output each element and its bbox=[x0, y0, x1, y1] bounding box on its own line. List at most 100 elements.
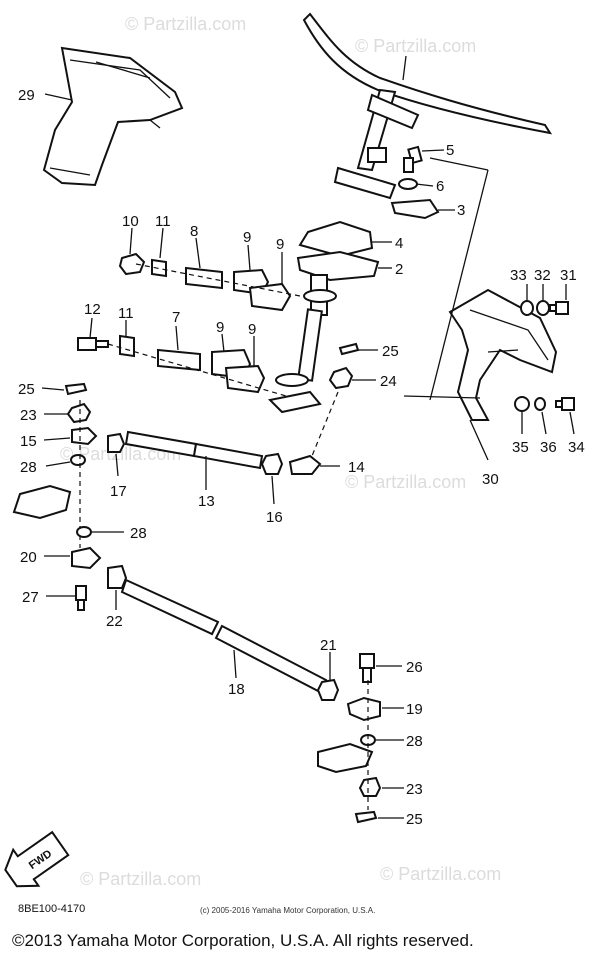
callout-28: 28 bbox=[130, 525, 147, 542]
callout-32: 32 bbox=[534, 267, 551, 284]
washer-28b bbox=[76, 526, 92, 538]
leader-line bbox=[221, 333, 225, 353]
nut-16 bbox=[260, 452, 284, 475]
bushing-9d bbox=[224, 364, 266, 394]
bolt-5 bbox=[403, 145, 423, 173]
washer-6 bbox=[398, 178, 418, 190]
callout-27: 27 bbox=[22, 589, 39, 606]
washer-32 bbox=[536, 300, 550, 316]
bracket-clamp-right bbox=[317, 742, 374, 774]
leader-line bbox=[469, 419, 489, 461]
leader-line bbox=[247, 244, 251, 271]
bolt-27 bbox=[75, 585, 87, 611]
callout-9: 9 bbox=[216, 319, 224, 336]
callout-12: 12 bbox=[84, 301, 101, 318]
steering-column bbox=[267, 274, 337, 414]
bolt-12 bbox=[77, 337, 109, 351]
bolt-31 bbox=[549, 301, 569, 315]
assembly-line bbox=[311, 391, 339, 457]
callout-3: 3 bbox=[457, 202, 465, 219]
watermark: © Partzilla.com bbox=[125, 14, 246, 34]
tie-rod-13 bbox=[124, 430, 264, 470]
leader-line bbox=[44, 93, 73, 101]
callout-21: 21 bbox=[320, 637, 337, 654]
ball-joint-20 bbox=[71, 546, 102, 570]
callout-34: 34 bbox=[568, 439, 585, 456]
tie-rod-18 bbox=[120, 578, 328, 694]
collar-22 bbox=[107, 564, 128, 589]
callout-11: 11 bbox=[155, 213, 171, 230]
callout-26: 26 bbox=[406, 659, 423, 676]
callout-4: 4 bbox=[395, 235, 403, 252]
leader-line bbox=[402, 55, 407, 81]
callout-14: 14 bbox=[348, 459, 365, 476]
clamp-7 bbox=[157, 348, 201, 372]
callout-10: 10 bbox=[122, 213, 139, 230]
small-copyright: (c) 2005-2016 Yamaha Motor Corporation, … bbox=[200, 906, 375, 915]
washer-35 bbox=[514, 396, 530, 412]
callout-19: 19 bbox=[406, 701, 423, 718]
callout-23: 23 bbox=[20, 407, 37, 424]
callout-2: 2 bbox=[395, 261, 403, 278]
callout-30: 30 bbox=[482, 471, 499, 488]
callout-28: 28 bbox=[406, 733, 423, 750]
callout-24: 24 bbox=[380, 373, 397, 390]
callout-31: 31 bbox=[560, 267, 577, 284]
bushing-9b bbox=[248, 282, 292, 312]
watermark: © Partzilla.com bbox=[355, 36, 476, 56]
callout-23: 23 bbox=[406, 781, 423, 798]
nut-23b bbox=[358, 776, 382, 797]
leader-line bbox=[159, 227, 164, 259]
callout-36: 36 bbox=[540, 439, 557, 456]
callout-13: 13 bbox=[198, 493, 215, 510]
callout-29: 29 bbox=[18, 87, 35, 104]
clip-11b bbox=[119, 334, 135, 358]
leader-line bbox=[195, 237, 201, 269]
clamp-8 bbox=[185, 266, 223, 290]
leader-line bbox=[403, 395, 481, 399]
callout-9: 9 bbox=[276, 236, 284, 253]
callout-8: 8 bbox=[190, 223, 198, 240]
leader-line bbox=[175, 325, 179, 351]
upper-bracket-4 bbox=[298, 220, 374, 258]
callout-6: 6 bbox=[436, 178, 444, 195]
leader-line bbox=[89, 317, 93, 339]
nut-24 bbox=[328, 366, 354, 390]
leader-line bbox=[421, 149, 445, 152]
holder-3 bbox=[390, 198, 440, 220]
fwd-arrow-icon: FWD bbox=[4, 830, 70, 888]
collar-17 bbox=[107, 432, 126, 453]
washer-28a bbox=[70, 454, 86, 466]
leader-line bbox=[569, 411, 575, 435]
washer-36 bbox=[534, 397, 546, 411]
leader-line bbox=[429, 169, 489, 401]
callout-20: 20 bbox=[20, 549, 37, 566]
callout-33: 33 bbox=[510, 267, 527, 284]
ball-joint-19 bbox=[346, 696, 381, 722]
assembly-line bbox=[107, 343, 287, 397]
callout-7: 7 bbox=[172, 309, 180, 326]
callout-22: 22 bbox=[106, 613, 123, 630]
bracket-30 bbox=[448, 288, 558, 421]
diagram-code: 8BE100-4170 bbox=[18, 903, 85, 915]
leader-line bbox=[115, 453, 119, 477]
callout-25: 25 bbox=[406, 811, 423, 828]
leader-line bbox=[129, 227, 133, 255]
callout-18: 18 bbox=[228, 681, 245, 698]
cotter-pin-25c bbox=[354, 810, 378, 824]
callout-25: 25 bbox=[18, 381, 35, 398]
callout-28: 28 bbox=[20, 459, 37, 476]
cotter-pin-25a bbox=[338, 342, 360, 356]
handlebar-part bbox=[302, 12, 553, 200]
leader-line bbox=[429, 157, 489, 171]
clip-11 bbox=[151, 258, 167, 278]
callout-5: 5 bbox=[446, 142, 454, 159]
callout-25: 25 bbox=[382, 343, 399, 360]
callout-9: 9 bbox=[248, 321, 256, 338]
bracket-clamp-left bbox=[12, 484, 72, 520]
assembly-line bbox=[135, 263, 301, 297]
footer-copyright: ©2013 Yamaha Motor Corporation, U.S.A. A… bbox=[12, 931, 474, 950]
leader-line bbox=[45, 461, 71, 467]
washer-33 bbox=[520, 300, 534, 316]
